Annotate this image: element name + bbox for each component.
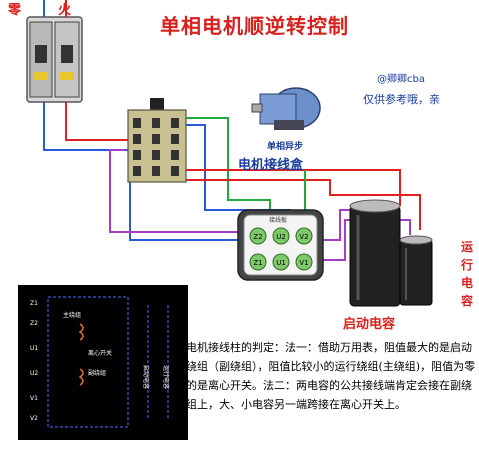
terminal-z1	[249, 253, 267, 271]
wire-neutral	[43, 100, 140, 151]
author-credit: @卿卿cba	[377, 74, 425, 85]
description-text: 电机接线柱的判定：法一：借助万用表，阻值最大的是启动绕组（副绕组），阻值比较小的…	[186, 341, 476, 411]
reversing-switch	[127, 98, 187, 183]
junction-box-label: 电机接线盒	[238, 158, 304, 173]
terminal-z2	[249, 227, 267, 245]
wire-red-run	[165, 179, 421, 230]
schematic-centrifugal-switch: 离心开关	[88, 349, 112, 357]
run-capacitor	[399, 235, 433, 306]
schematic-terminal-3: U1	[30, 345, 38, 352]
terminal-label-v2: V2	[299, 233, 308, 241]
terminal-u1	[272, 253, 290, 271]
terminal-v1	[295, 253, 313, 271]
schematic-panel: Z1 Z2 U1 U2 V1 V2 离心开关 副绕组 主绕组 启动电容 运行电容	[18, 285, 188, 440]
schematic-run-cap: 运行电容	[162, 365, 170, 389]
wires	[43, 100, 421, 266]
wire-live	[65, 100, 140, 141]
start-capacitor	[349, 199, 401, 307]
terminal-label-z1: Z1	[253, 259, 262, 267]
schematic-terminal-5: V1	[30, 395, 38, 402]
neutral-label: 零	[8, 3, 22, 18]
terminal-label-u2: U2	[276, 233, 286, 241]
circuit-breaker	[26, 0, 83, 103]
motor-type-label: 单相异步	[267, 142, 304, 152]
terminal-label-v1: V1	[299, 259, 308, 267]
terminal-label-u1: U1	[276, 259, 286, 267]
schematic-main-winding: 主绕组	[63, 311, 81, 319]
terminal-label-z2: Z2	[253, 233, 262, 241]
schematic-terminal-4: U2	[30, 370, 38, 377]
schematic-start-cap: 启动电容	[142, 365, 150, 389]
wire-purple-run	[305, 219, 411, 261]
start-capacitor-label: 启动电容	[343, 317, 396, 332]
schematic-aux-winding: 副绕组	[88, 369, 106, 377]
terminal-v2	[295, 227, 313, 245]
terminal-u2	[272, 227, 290, 245]
motor-icon	[251, 87, 321, 130]
run-capacitor-label: 运行电容	[461, 240, 474, 308]
schematic-terminal-1: Z1	[30, 300, 38, 307]
schematic-terminal-6: V2	[30, 415, 38, 422]
page-title: 单相电机顺逆转控制	[160, 14, 349, 38]
wire-switch-u1	[129, 172, 260, 241]
live-label: 火	[58, 3, 72, 18]
schematic-graphic: Z1 Z2 U1 U2 V1 V2 离心开关 副绕组 主绕组 启动电容 运行电容	[30, 296, 170, 428]
reference-note: 仅供参考哦，亲	[363, 93, 440, 106]
schematic-terminal-2: Z2	[30, 320, 38, 327]
junction-plate-text: 接线板	[269, 216, 287, 224]
